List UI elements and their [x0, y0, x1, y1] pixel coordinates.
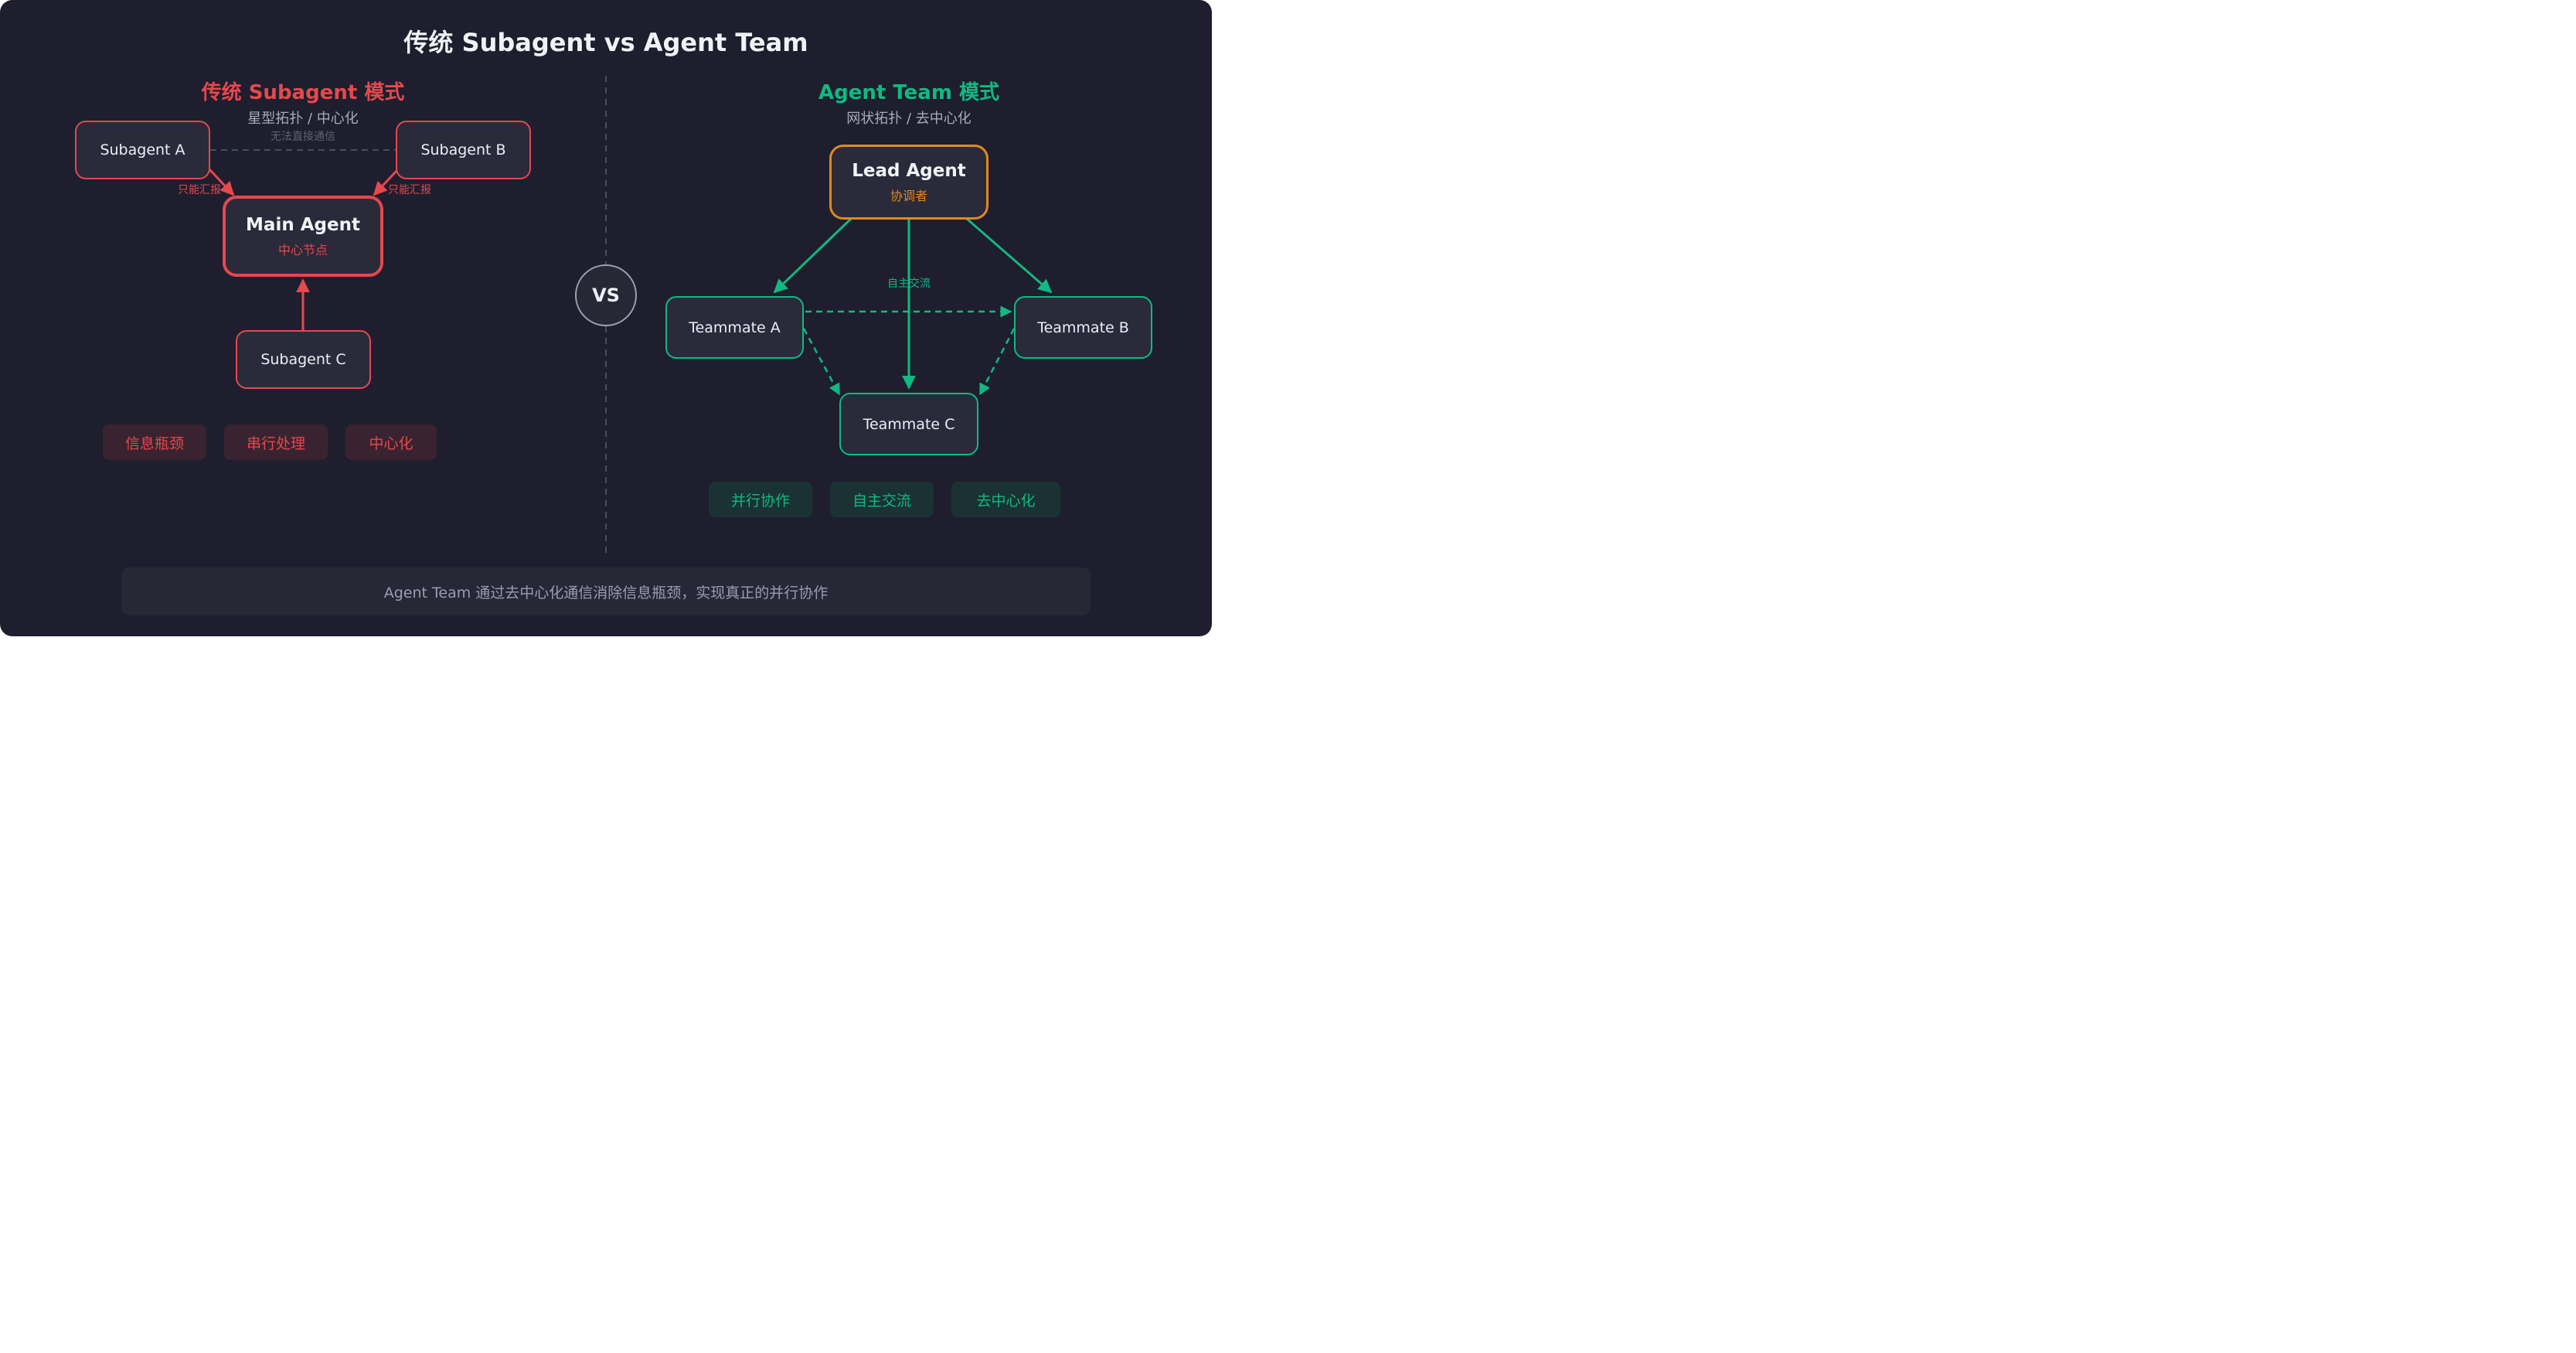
- node-lead-agent: Lead Agent 协调者: [829, 145, 989, 220]
- node-subagent-b-label: Subagent B: [420, 141, 506, 158]
- left-panel-subtitle: 星型拓扑 / 中心化: [247, 111, 359, 127]
- right-panel-title: Agent Team 模式: [818, 81, 999, 104]
- edge-label-no-direct: 无法直接通信: [271, 131, 335, 143]
- node-main-agent-label: Main Agent: [246, 214, 360, 235]
- right-tag-2: 自主交流: [830, 482, 934, 517]
- node-teammate-a: Teammate A: [665, 296, 804, 359]
- main-title: 传统 Subagent vs Agent Team: [403, 28, 808, 57]
- node-teammate-b-label: Teammate B: [1037, 319, 1129, 336]
- diagram-connections: [207, 76, 1053, 555]
- node-subagent-a-label: Subagent A: [100, 141, 185, 158]
- edge-label-autonomous: 自主交流: [887, 278, 931, 290]
- left-tag-3: 中心化: [345, 424, 437, 460]
- node-lead-agent-sub: 协调者: [890, 188, 927, 203]
- footer-summary: Agent Team 通过去中心化通信消除信息瓶颈，实现真正的并行协作: [121, 567, 1091, 615]
- diagram-canvas: 传统 Subagent vs Agent Team 传统 Subagent 模式…: [0, 0, 1212, 636]
- edge-teammate-a-to-c: [802, 328, 841, 396]
- edge-label-report-b: 只能汇报: [388, 184, 431, 196]
- node-teammate-c: Teammate C: [839, 393, 978, 455]
- node-teammate-c-label: Teammate C: [863, 415, 955, 433]
- node-subagent-b: Subagent B: [396, 121, 531, 179]
- edge-lead-to-teammate-a: [773, 217, 852, 294]
- node-teammate-a-label: Teammate A: [689, 319, 781, 336]
- right-panel-subtitle: 网状拓扑 / 去中心化: [846, 111, 972, 127]
- right-tag-3: 去中心化: [951, 482, 1060, 517]
- edge-lead-to-teammate-b: [966, 217, 1053, 294]
- edge-subagent-b-to-main: [373, 169, 399, 196]
- node-teammate-b: Teammate B: [1014, 296, 1152, 359]
- vs-badge: VS: [575, 264, 637, 326]
- node-subagent-a: Subagent A: [75, 121, 210, 179]
- left-panel-title: 传统 Subagent 模式: [201, 81, 405, 104]
- edge-teammate-b-to-c: [978, 328, 1016, 396]
- node-main-agent-sub: 中心节点: [277, 242, 328, 257]
- node-subagent-c: Subagent C: [236, 330, 371, 389]
- edge-label-report-a: 只能汇报: [178, 184, 221, 196]
- node-subagent-c-label: Subagent C: [260, 351, 346, 368]
- node-main-agent: Main Agent 中心节点: [223, 196, 383, 277]
- right-tag-1: 并行协作: [709, 482, 812, 517]
- edge-subagent-a-to-main: [207, 167, 235, 196]
- left-tag-1: 信息瓶颈: [103, 424, 206, 460]
- node-lead-agent-label: Lead Agent: [852, 160, 966, 181]
- left-tag-2: 串行处理: [224, 424, 328, 460]
